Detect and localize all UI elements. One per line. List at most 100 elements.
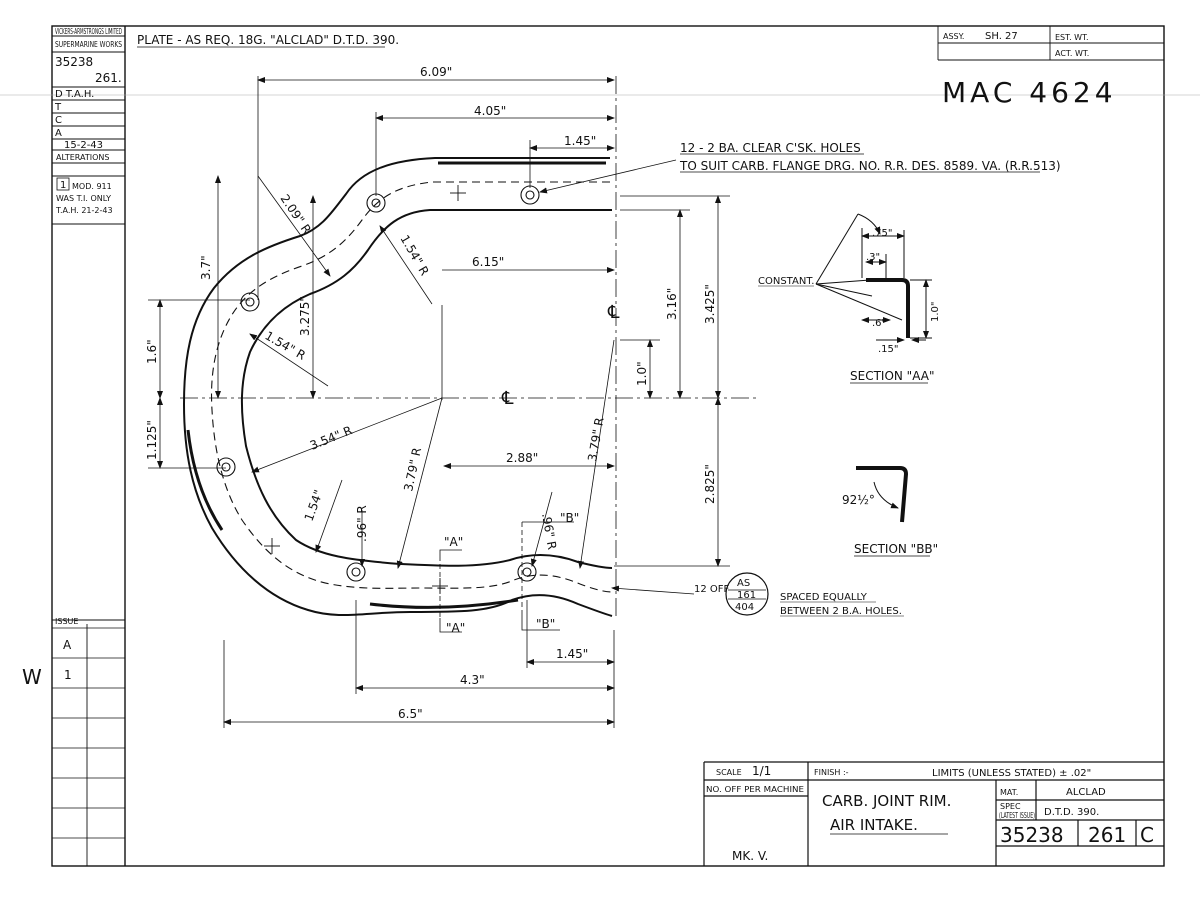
dim-1-45-top: 1.45": [564, 134, 596, 148]
sheet-frame: [51, 25, 1165, 867]
approved-by: A: [55, 128, 62, 139]
mark-number: MK. V.: [732, 849, 768, 863]
alteration-was: WAS T.I. ONLY: [56, 194, 111, 203]
dim-1-6: 1.6": [145, 339, 159, 364]
alteration-number-box: [56, 177, 70, 191]
alteration-mod: MOD. 911: [72, 182, 112, 191]
dim-2-88: 2.88": [506, 451, 538, 465]
off-per-machine-label: NO. OFF PER MACHINE: [706, 785, 804, 794]
spaced-note-line2: BETWEEN 2 B.A. HOLES.: [780, 606, 902, 617]
assembly-label: ASSY.: [943, 32, 964, 41]
assembly-sheet: SH. 27: [985, 31, 1018, 42]
alterations-heading: ALTERATIONS: [56, 153, 109, 162]
centre-lines: [180, 76, 760, 620]
scale-value: 1/1: [752, 764, 771, 778]
section-aa-3: .3": [866, 252, 880, 263]
constant-label: CONSTANT.: [758, 276, 814, 287]
bolt-hole: [216, 457, 236, 477]
section-a-bottom-label: "A": [446, 621, 465, 635]
section-aa-75: .75": [872, 228, 893, 239]
alteration-by: T.A.H. 21-2-43: [55, 206, 113, 215]
company-name: VICKERS-ARMSTRONGS LIMITED: [55, 27, 122, 36]
section-aa-title: SECTION "AA": [850, 369, 934, 383]
part-number: 35238: [1000, 823, 1064, 847]
title-line-2: AIR INTAKE.: [830, 816, 918, 834]
drawing-number-left: 35238: [55, 55, 93, 69]
rivet-callout-as: AS: [737, 578, 750, 589]
issue-heading: ISSUE: [55, 617, 78, 626]
title-block-grid: [703, 761, 1164, 866]
works-name: SUPERMARINE WORKS: [55, 40, 122, 49]
alteration-number: 1: [60, 180, 66, 191]
dim-6-5: 6.5": [398, 707, 423, 721]
dim-4-05: 4.05": [474, 104, 506, 118]
section-bb-title: SECTION "BB": [854, 542, 938, 556]
rivet-leader: [611, 585, 695, 595]
section-aa-drawing: [815, 213, 932, 343]
radius-leaders: [249, 175, 615, 569]
part-sheet: 261: [1088, 823, 1126, 847]
dim-3-16: 3.16": [665, 288, 679, 320]
dim-1-54-lower: 1.54": [302, 488, 326, 523]
rim-thickness-marks: [186, 161, 606, 609]
centreline-symbol-vertical: ℄: [607, 302, 620, 323]
dim-4-3: 4.3": [460, 673, 485, 687]
bolt-hole: [517, 562, 537, 582]
dim-1-0: 1.0": [635, 361, 649, 386]
bolt-hole: [240, 292, 260, 312]
section-aa-6: .6": [872, 318, 886, 329]
issue-table-lines: [52, 627, 125, 839]
bolt-hole: [520, 185, 540, 205]
rim-bolt-line: [211, 181, 613, 593]
dim-3-7: 3.7": [199, 255, 213, 280]
rivet-count: 12 OFF: [694, 584, 730, 595]
section-markers: [439, 521, 574, 633]
radius-96-left: .96" R: [355, 505, 369, 542]
spec-label: SPEC: [1000, 802, 1021, 811]
rivet-callout: AS 161 404: [725, 572, 769, 616]
dim-3-275: 3.275": [298, 296, 312, 336]
plate-note: PLATE - AS REQ. 18G. "ALCLAD" D.T.D. 390…: [137, 33, 399, 47]
sheet-number-left: 261.: [95, 71, 122, 85]
dim-6-09: 6.09": [420, 65, 452, 79]
radius-3-54: 3.54" R: [308, 423, 354, 453]
finish-label: FINISH :-: [814, 768, 849, 777]
radius-3-79-left: 3.79" R: [401, 446, 424, 492]
bolt-hole: [346, 562, 366, 582]
estimated-weight: EST. WT.: [1055, 33, 1089, 42]
rivet-callout-404: 404: [735, 602, 754, 613]
issue-row-a: A: [63, 638, 72, 652]
section-a-top-label: "A": [444, 535, 463, 549]
section-bb-drawing: [856, 466, 909, 523]
limits-note: LIMITS (UNLESS STATED) ± .02": [932, 768, 1091, 779]
weight-box: [937, 26, 1164, 61]
dim-1-45-bottom: 1.45": [556, 647, 588, 661]
bolt-hole: [366, 193, 386, 213]
bolt-holes: [216, 185, 540, 582]
holes-note-line1: 12 - 2 BA. CLEAR C'SK. HOLES: [680, 141, 861, 155]
section-b-top-label: "B": [560, 511, 579, 525]
title-line-1: CARB. JOINT RIM.: [822, 792, 951, 810]
radius-3-79-right: 3.79" R: [585, 416, 606, 462]
radius-2-09: 2.09" R: [278, 192, 314, 237]
spaced-note-line1: SPACED EQUALLY: [780, 592, 868, 603]
holes-note-line2: TO SUIT CARB. FLANGE DRG. NO. R.R. DES. …: [679, 159, 1061, 173]
holes-note-leader: [539, 159, 677, 194]
radius-96-right: .96" R: [539, 512, 559, 551]
section-aa-1-0: 1.0": [930, 301, 941, 322]
material-value: ALCLAD: [1066, 787, 1106, 798]
left-info-column: [52, 35, 125, 866]
checked-by: C: [55, 115, 62, 126]
spec-label-issue: (LATEST ISSUE): [999, 811, 1035, 820]
spec-value: D.T.D. 390.: [1044, 807, 1099, 818]
vertical-dimension-lines: [148, 175, 730, 567]
centreline-symbol-horizontal: ℄: [501, 388, 514, 409]
drawn-by: D T.A.H.: [55, 89, 94, 100]
section-bb-angle: 92½°: [842, 493, 875, 507]
mac-reference: MAC 4624: [942, 76, 1117, 109]
radius-1-54-upper: 1.54" R: [397, 233, 431, 278]
section-b-bottom-label: "B": [536, 617, 555, 631]
dimension-lines: [223, 76, 615, 728]
actual-weight: ACT. WT.: [1055, 49, 1089, 58]
